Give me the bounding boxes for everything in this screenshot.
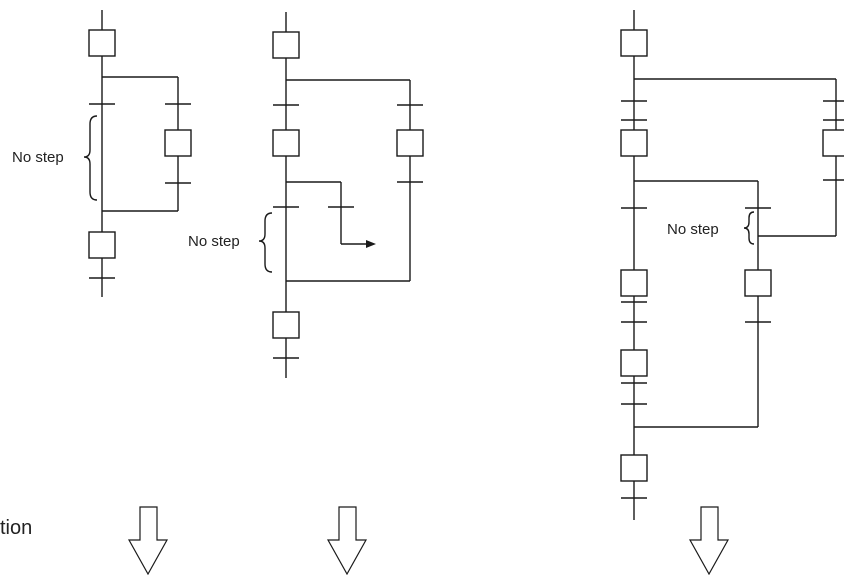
no-step-label: No step [667,221,719,238]
no-step-brace [258,212,273,273]
jump-arrow-icon [366,240,376,248]
no-step-brace [743,211,755,245]
step-box [620,29,648,57]
step-box [164,129,192,157]
sfc-diagram-3: No step [620,10,844,520]
step-box [744,269,772,297]
step-box [620,349,648,377]
step-box [272,311,300,339]
no-step-label: No step [188,233,240,250]
sfc-diagram-1: No step [12,10,192,297]
step-box [620,269,648,297]
step-box [822,129,844,157]
sfc-diagram-2: No step [188,12,424,378]
step-box [620,129,648,157]
down-arrow-icon [127,506,169,576]
down-arrow-icon [326,506,368,576]
step-box [88,231,116,259]
step-box [272,31,300,59]
step-box [88,29,116,57]
no-step-label: No step [12,149,64,166]
step-box [620,454,648,482]
step-box [396,129,424,157]
no-step-brace [83,115,98,201]
step-box [272,129,300,157]
cut-off-text: tion [0,517,32,539]
down-arrow-icon [688,506,730,576]
